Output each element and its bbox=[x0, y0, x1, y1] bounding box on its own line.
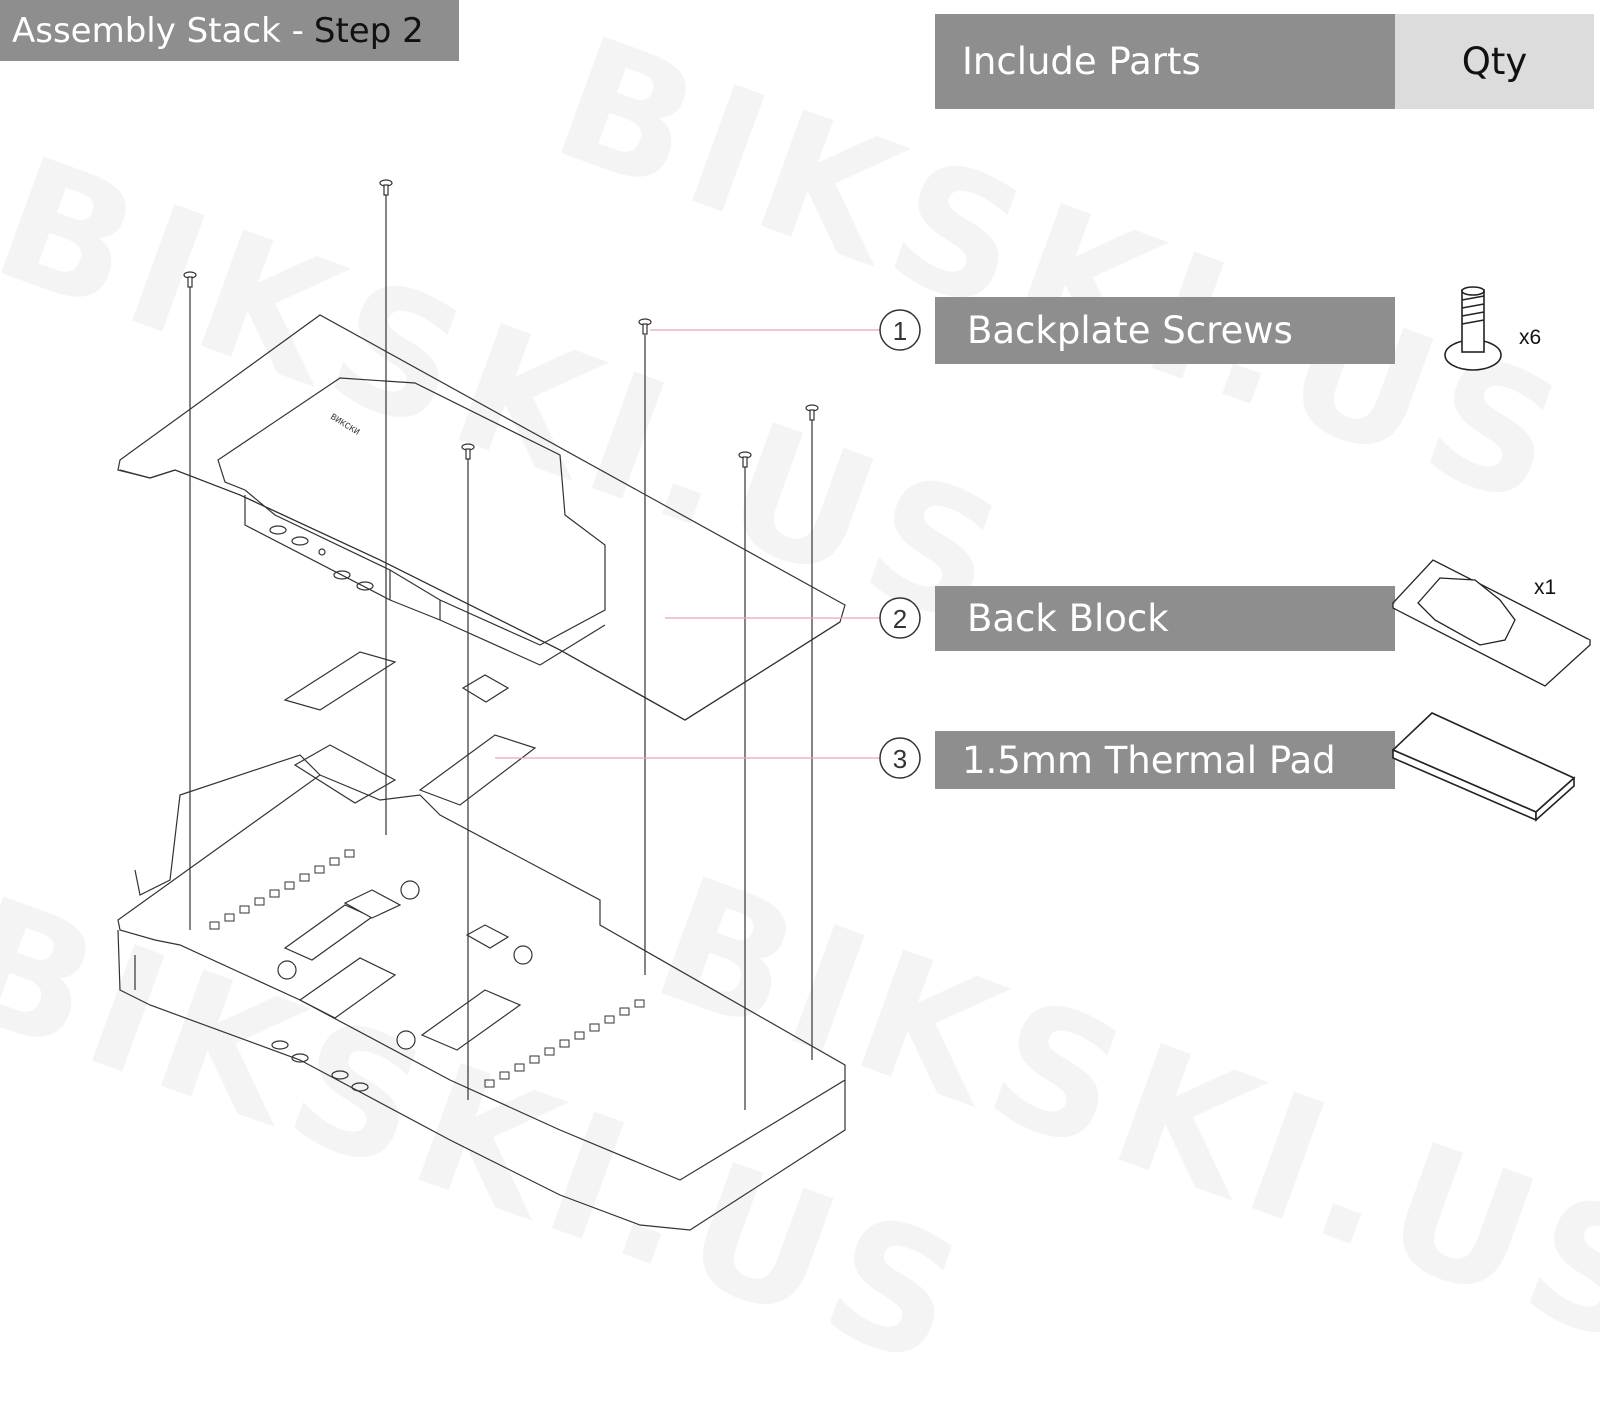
pcb-outline bbox=[117, 774, 846, 1181]
block-engraving: ВИКСКИ bbox=[328, 412, 361, 438]
screw-icon bbox=[805, 404, 819, 421]
backplate-block bbox=[217, 377, 606, 646]
callout-number-2 bbox=[879, 597, 921, 639]
qty-screws: x6 bbox=[1519, 326, 1542, 349]
title-main: Assembly Stack - bbox=[12, 10, 304, 51]
screw-icon bbox=[183, 271, 197, 288]
include-parts-header: Include Parts bbox=[935, 14, 1395, 109]
thermal-pad bbox=[293, 744, 397, 804]
screw-icon bbox=[638, 318, 652, 335]
qty-header: Qty bbox=[1395, 14, 1594, 109]
thermal-pad bbox=[461, 674, 510, 703]
callout-backplate-screws: Backplate Screws bbox=[935, 297, 1395, 364]
backplate-outline bbox=[117, 314, 846, 721]
exploded-diagram: ВИКСКИ bbox=[117, 179, 1592, 1231]
back-block-icon bbox=[1391, 559, 1592, 687]
callout-number-2-label: 2 bbox=[893, 604, 907, 634]
page-title: Assembly Stack - Step 2 bbox=[0, 0, 459, 61]
screw-icon bbox=[1444, 286, 1502, 371]
thermal-pad bbox=[418, 734, 537, 806]
parts-table-header: Include Parts Qty bbox=[935, 14, 1594, 109]
callout-number-1 bbox=[879, 309, 921, 351]
thermal-pad bbox=[283, 651, 397, 711]
qty-back-block: x1 bbox=[1534, 576, 1557, 599]
callout-back-block: Back Block bbox=[935, 586, 1395, 651]
callout-number-3-label: 3 bbox=[893, 744, 907, 774]
screw-icon bbox=[379, 179, 393, 196]
callout-number-3 bbox=[879, 737, 921, 779]
screw-icon bbox=[738, 451, 752, 468]
callout-number-1-label: 1 bbox=[893, 316, 907, 346]
callout-thermal-pad: 1.5mm Thermal Pad bbox=[935, 731, 1395, 789]
title-step: Step 2 bbox=[313, 10, 424, 51]
thermal-pad-icon bbox=[1391, 712, 1576, 822]
screw-icon bbox=[461, 443, 475, 460]
